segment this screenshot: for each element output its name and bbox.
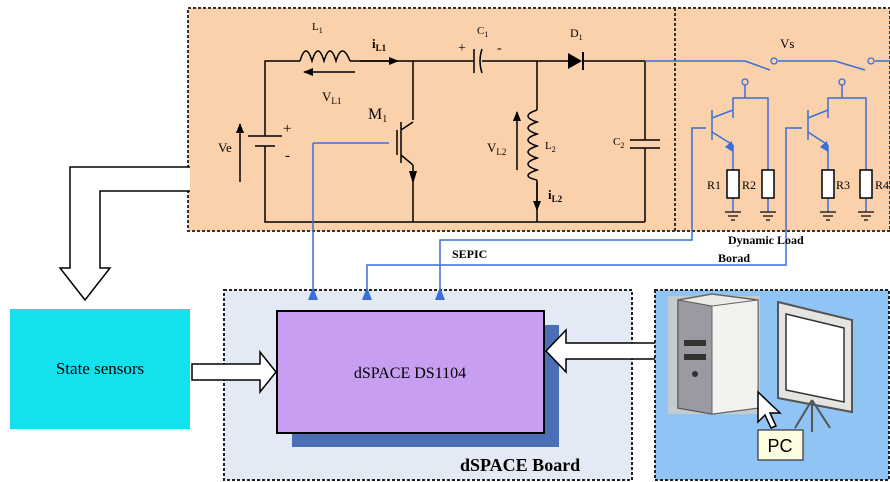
sepic-label: SEPIC	[452, 247, 487, 261]
source-plus: +	[283, 121, 291, 137]
dynamic-load-wiring	[366, 60, 890, 290]
diode-d1-label: D1	[570, 26, 583, 42]
mosfet-m1-body-arrow	[409, 171, 417, 184]
mosfet-m1-label: M1	[368, 106, 387, 125]
signal-arrowheads	[308, 287, 445, 300]
load-board-title-line1: Dynamic Load	[728, 233, 804, 247]
pc-to-dspace-block-arrow	[544, 328, 673, 374]
source-ve-label: Ve	[218, 140, 232, 155]
current-il1-label: iL1	[372, 36, 387, 53]
diode-d1	[568, 52, 584, 70]
sensor-to-dspace-block-arrow	[191, 349, 277, 395]
source-minus: -	[285, 148, 290, 164]
inductor-l2-label: L2	[545, 140, 556, 154]
capacitor-c1-minus: -	[497, 41, 502, 56]
dspace-controller-label: dSPACE DS1104	[354, 365, 466, 382]
capacitor-c1-label: C1	[477, 25, 488, 39]
ground-symbols	[725, 211, 874, 221]
computer-tower-icon	[668, 293, 760, 415]
mouse-cursor-icon	[757, 390, 782, 429]
monitor-icon	[777, 300, 853, 432]
voltage-vl2-label: VL2	[487, 140, 506, 157]
load-board-title-line2: Borad	[718, 251, 750, 265]
pc-label: PC	[767, 436, 792, 456]
resistor-r1-label: R1	[707, 178, 721, 192]
dspace-board-label: dSPACE Board	[460, 455, 580, 475]
sensor-feedback-block-arrow	[58, 166, 190, 302]
pc-label-box	[757, 429, 804, 461]
igbt-emitter-arrows	[725, 141, 828, 152]
state-sensors-label: State sensors	[56, 359, 144, 378]
voltage-vl1-label: VL1	[322, 89, 341, 106]
load-switch-contacts	[741, 57, 875, 86]
state-sensors-box	[10, 309, 190, 429]
resistor-r2-label: R2	[742, 178, 756, 192]
capacitor-c1-plus: +	[458, 41, 466, 56]
vs-label: Vs	[780, 36, 794, 51]
current-il2-label: iL2	[548, 187, 563, 204]
capacitor-c2-label: C2	[613, 136, 624, 150]
resistor-r3-label: R3	[836, 178, 850, 192]
load-resistors	[726, 169, 873, 199]
dspace-controller	[276, 310, 545, 434]
inductor-l1-label: L1	[312, 21, 323, 35]
resistor-r4-label: R4	[875, 178, 889, 192]
